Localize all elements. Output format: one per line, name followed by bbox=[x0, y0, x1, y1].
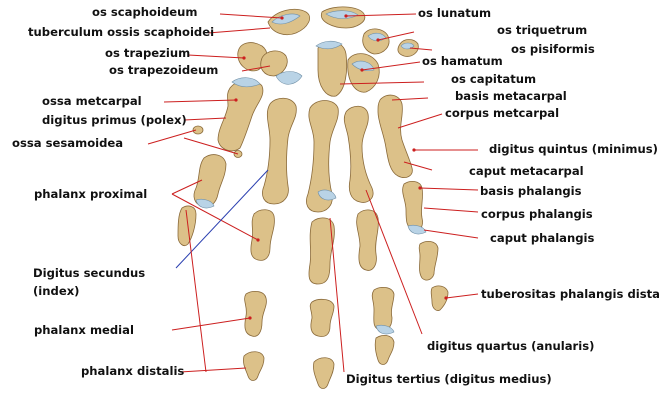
label-caput-metacarpal: caput metacarpal bbox=[469, 164, 584, 178]
label-digitus-quintus: digitus quintus (minimus) bbox=[489, 142, 658, 156]
metacarpal-bones bbox=[192, 77, 413, 213]
label-phalanx-proximal: phalanx proximal bbox=[34, 187, 148, 201]
label-ossa-sesamoidea: ossa sesamoidea bbox=[12, 136, 124, 150]
metacarpal-3 bbox=[306, 100, 339, 213]
label-os-trapezium: os trapezium bbox=[105, 46, 191, 60]
label-basis-metacarpal: basis metacarpal bbox=[455, 89, 567, 103]
carpal-bones bbox=[237, 6, 419, 97]
label-os-scaphoideum: os scaphoideum bbox=[92, 5, 198, 19]
label-tuberculum: tuberculum ossis scaphoidei bbox=[28, 25, 215, 39]
middle-phalanx-3 bbox=[309, 298, 335, 337]
trapezoid-bone bbox=[260, 50, 288, 77]
middle-phalanx-5 bbox=[418, 240, 439, 281]
metacarpal-4 bbox=[343, 105, 374, 203]
distal-phalanx-1 bbox=[177, 205, 197, 246]
distal-phalanges bbox=[243, 285, 449, 389]
proximal-phalanx-4 bbox=[356, 209, 379, 271]
middle-phalanx-4 bbox=[371, 286, 395, 331]
middle-phalanx-2 bbox=[244, 290, 267, 337]
triquetrum-bone bbox=[362, 28, 390, 55]
label-os-trapezoideum: os trapezoideum bbox=[109, 63, 219, 77]
proximal-phalanx-3 bbox=[308, 217, 335, 285]
distal-phalanx-2 bbox=[243, 351, 265, 381]
label-basis-phalangis: basis phalangis bbox=[480, 184, 582, 198]
proximal-phalanx-1 bbox=[193, 154, 227, 207]
label-digitus-quartus: digitus quartus (anularis) bbox=[427, 339, 595, 353]
metacarpal-1 bbox=[217, 79, 264, 152]
label-corpus-metcarpal: corpus metcarpal bbox=[445, 106, 560, 120]
leader-dots bbox=[234, 14, 448, 320]
label-os-lunatum: os lunatum bbox=[418, 6, 492, 20]
metacarpal-2 bbox=[262, 97, 297, 205]
label-os-hamatum: os hamatum bbox=[422, 54, 503, 68]
middle-phalanges bbox=[177, 189, 439, 337]
label-digitus-primus: digitus primus (polex) bbox=[42, 113, 187, 127]
label-tuberositas: tuberositas phalangis distal bbox=[481, 287, 659, 301]
label-index: (index) bbox=[33, 284, 80, 298]
label-os-capitatum: os capitatum bbox=[451, 72, 537, 86]
label-phalanx-medial: phalanx medial bbox=[34, 323, 134, 337]
capitate-bone bbox=[317, 41, 348, 97]
label-ossa-metcarpal: ossa metcarpal bbox=[42, 94, 142, 108]
distal-phalanx-3 bbox=[313, 357, 335, 389]
label-phalanx-distalis: phalanx distalis bbox=[81, 364, 185, 378]
label-os-pisiformis: os pisiformis bbox=[511, 42, 595, 56]
label-digitus-tertius: Digitus tertius (digitus medius) bbox=[346, 372, 552, 386]
metacarpal-5 bbox=[377, 94, 413, 178]
distal-phalanx-5 bbox=[430, 285, 449, 311]
distal-phalanx-4 bbox=[374, 334, 395, 365]
label-digitus-secundus: Digitus secundus bbox=[33, 266, 146, 280]
label-os-triquetrum: os triquetrum bbox=[497, 23, 588, 37]
hamate-bone bbox=[347, 53, 380, 93]
proximal-phalanges bbox=[193, 154, 427, 285]
leader-lines bbox=[147, 13, 479, 373]
label-corpus-phalangis: corpus phalangis bbox=[481, 207, 593, 221]
label-caput-phalangis: caput phalangis bbox=[490, 231, 595, 245]
proximal-phalanx-2 bbox=[250, 209, 275, 261]
